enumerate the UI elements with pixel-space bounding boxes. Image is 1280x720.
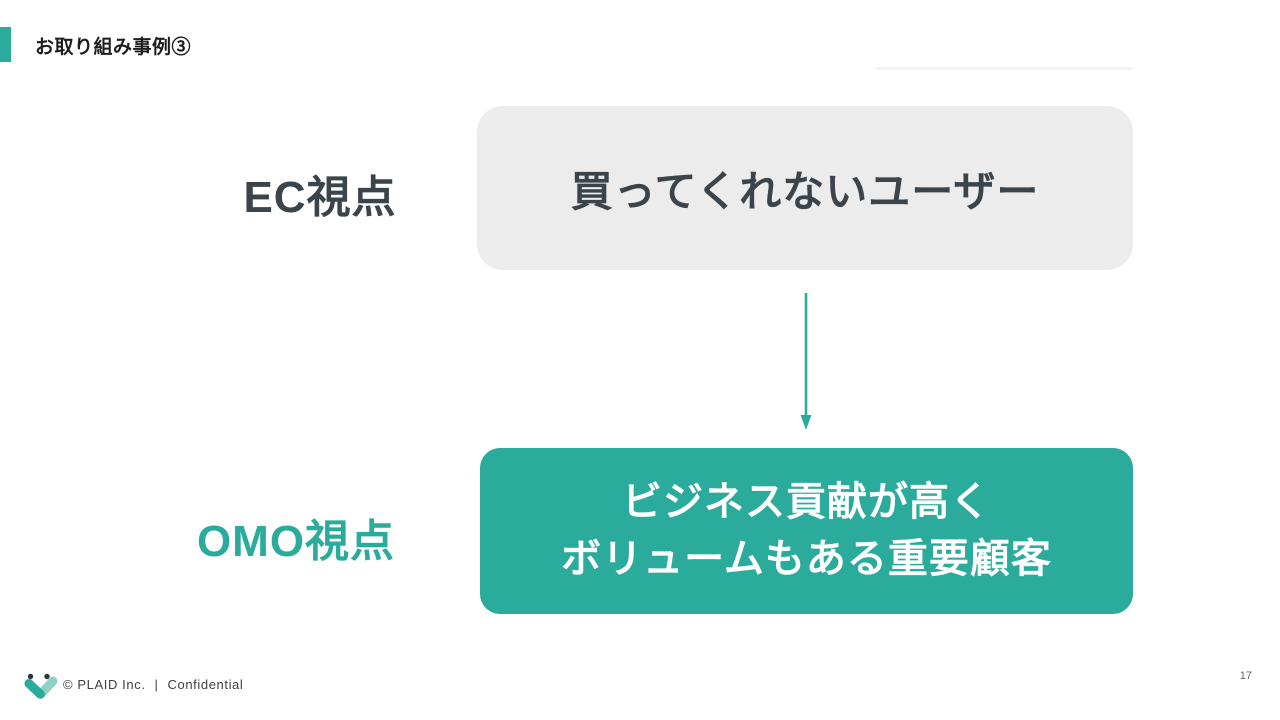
label-omo-perspective: OMO視点 (196, 517, 396, 566)
omo-customer-box-line2: ボリュームもある重要顧客 (561, 537, 1052, 581)
footer-confidential: Confidential (167, 677, 244, 692)
ec-user-box: 買ってくれないユーザー (477, 106, 1133, 270)
ec-user-box-text: 買ってくれないユーザー (570, 167, 1040, 215)
footer-separator: | (154, 677, 159, 692)
plaid-logo-icon (24, 673, 58, 699)
slide-title: お取り組み事例③ (35, 37, 192, 58)
footer-copyright: © PLAID Inc. (63, 677, 146, 692)
down-arrow-icon (800, 293, 812, 430)
page-number: 17 (1239, 670, 1252, 682)
decorative-line (876, 67, 1133, 70)
title-accent-bar (0, 27, 11, 62)
omo-customer-box-line1: ビジネス貢献が高く (622, 480, 991, 525)
label-ec-perspective: EC視点 (243, 173, 397, 222)
omo-customer-box: ビジネス貢献が高く ボリュームもある重要顧客 (480, 448, 1133, 614)
footer-text: © PLAID Inc. | Confidential (63, 677, 243, 692)
